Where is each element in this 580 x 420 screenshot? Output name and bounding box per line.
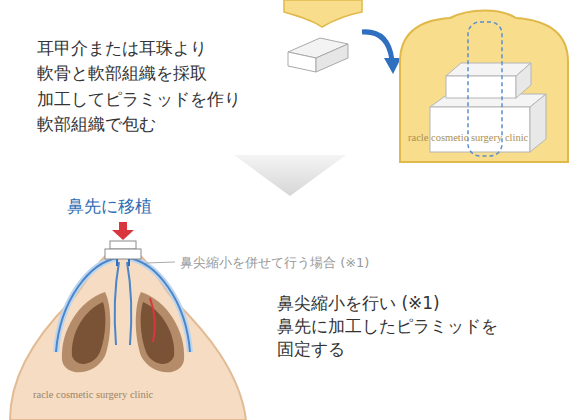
- alar-cartilage: [56, 258, 118, 352]
- alar-cartilage: [128, 258, 190, 352]
- cartilage-block: [316, 44, 348, 72]
- graft: [105, 249, 141, 259]
- insert-arrow: [119, 222, 127, 231]
- cartilage-block: [288, 52, 316, 72]
- nose-outline: [10, 244, 246, 420]
- nostril: [141, 302, 175, 364]
- watermark: racle cosmetic surgery clinic: [408, 131, 528, 145]
- cartilage-layer: [516, 63, 531, 98]
- step-text: 加工してピラミッドを作り 軟部組織で包む: [37, 87, 262, 137]
- watermark: racle cosmetic surgery clinic: [33, 388, 153, 402]
- step-text: 鼻尖縮小を行い (※1) 鼻先に加工したピラミッドを 固定する: [277, 292, 522, 361]
- alar-cartilage: [56, 258, 118, 352]
- nostril: [72, 302, 106, 364]
- cartilage-layer: [430, 107, 530, 152]
- suture: [117, 259, 129, 266]
- incision-mark: [150, 298, 155, 342]
- tissue-piece: [284, 0, 362, 27]
- medial-crus: [115, 262, 131, 345]
- process-arrow: [384, 58, 401, 74]
- step-text: 耳甲介または耳珠より 軟骨と軟部組織を採取: [37, 36, 229, 86]
- cartilage-layer: [446, 76, 516, 98]
- alar-cartilage: [128, 258, 190, 352]
- leader-line: [146, 262, 175, 263]
- cartilage-layer: [530, 94, 546, 152]
- process-arrow: [362, 32, 392, 60]
- graft: [110, 241, 136, 249]
- flow-chevron: [234, 155, 346, 196]
- insert-arrow: [112, 230, 134, 240]
- note-label: 鼻尖縮小を併せて行う場合 (※1): [180, 254, 369, 272]
- step-heading: 鼻先に移植: [67, 195, 152, 218]
- soft-tissue-wrap: [400, 11, 568, 163]
